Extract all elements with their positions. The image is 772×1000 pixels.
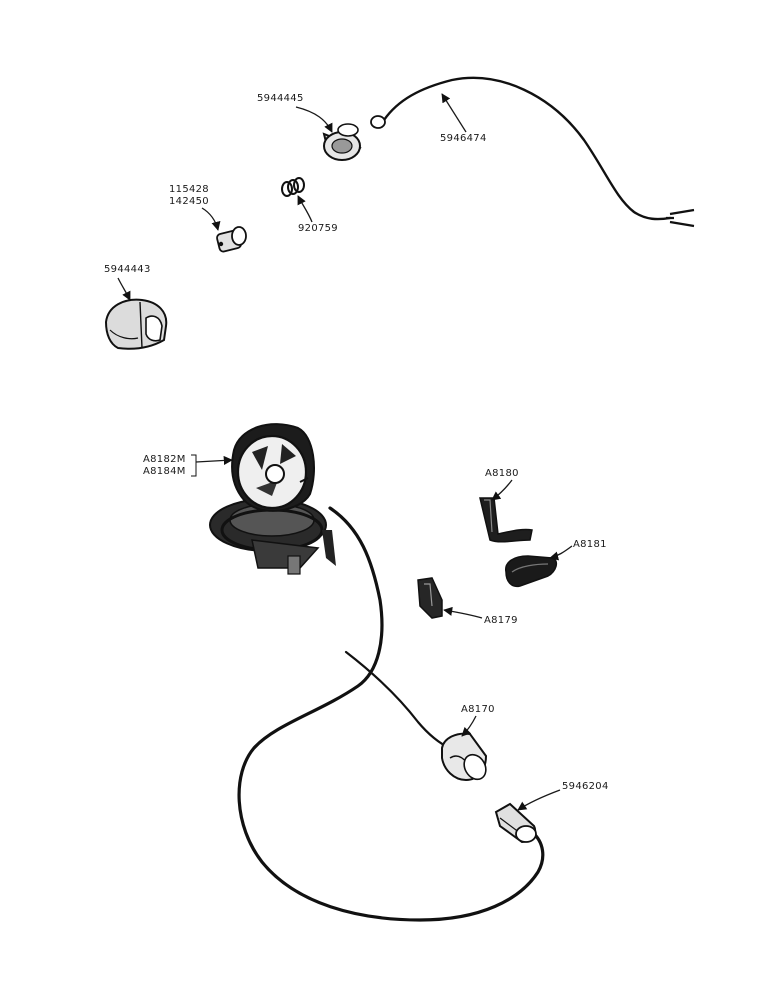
main-wire (237, 506, 545, 922)
label-group-5944443: 5944443 (104, 264, 151, 301)
label-group-a8181: A8181 (549, 539, 607, 561)
label-group-920759: 920759 (297, 195, 338, 234)
label-5944445: 5944445 (257, 93, 304, 104)
label-a8179: A8179 (484, 615, 518, 626)
label-group-5946204: 5946204 (517, 781, 609, 811)
label-a8184m: A8184M (143, 466, 186, 477)
screw-115428 (216, 226, 247, 253)
label-group-a8180: A8180 (485, 468, 519, 501)
wire-5946474 (370, 76, 695, 228)
label-group-115428: 115428 142450 (169, 184, 221, 231)
boot-a8170 (441, 732, 488, 782)
label-142450: 142450 (169, 196, 209, 207)
label-a8182m: A8182M (143, 454, 186, 465)
label-group-a8182m: A8182M A8184M (143, 454, 233, 477)
label-group-a8179: A8179 (443, 606, 518, 626)
spring-920759 (281, 177, 305, 197)
label-a8170: A8170 (461, 704, 495, 715)
coil-assembly-a8182m (209, 423, 336, 575)
label-920759: 920759 (298, 223, 338, 234)
connector-5946204 (494, 802, 537, 844)
label-115428: 115428 (169, 184, 209, 195)
clip-a8180 (479, 497, 533, 543)
housing-5944443 (104, 298, 168, 350)
label-group-5946474: 5946474 (440, 93, 487, 144)
bracket-a8179 (417, 577, 443, 619)
label-a8181: A8181 (573, 539, 607, 550)
label-group-5944445: 5944445 (257, 93, 333, 133)
label-5944443: 5944443 (104, 264, 151, 275)
label-group-a8170: A8170 (461, 704, 495, 737)
label-a8180: A8180 (485, 468, 519, 479)
pad-a8181 (505, 555, 558, 588)
label-5946204: 5946204 (562, 781, 609, 792)
label-5946474: 5946474 (440, 133, 487, 144)
cap-5944445 (322, 123, 362, 161)
